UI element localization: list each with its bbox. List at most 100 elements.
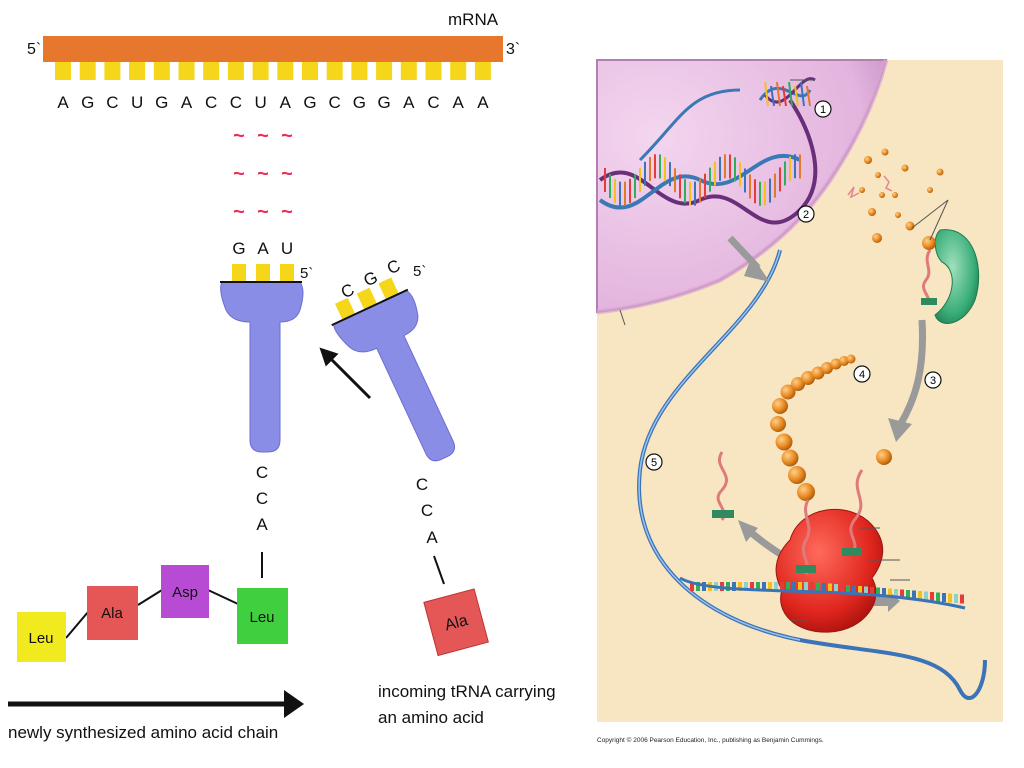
mrna-codon-ladder: [690, 582, 964, 604]
mrna-end-3: 3`: [506, 41, 520, 58]
mrna-base-letter: G: [353, 93, 366, 112]
polypeptide-bead: [788, 466, 806, 484]
amino-acid-box-leu-2: [237, 588, 288, 644]
amino-acid-label: Leu: [28, 630, 53, 647]
mrna-base-tab: [376, 62, 393, 80]
label-leader: [929, 199, 949, 241]
hydrogen-bond: ~: [257, 163, 269, 185]
amino-acid-label: Asp: [172, 584, 198, 601]
hydrogen-bond: ~: [233, 163, 245, 185]
mrna-base-letter: A: [477, 93, 489, 112]
trna-tail-letter: C: [421, 501, 433, 520]
label-leader: [619, 309, 626, 326]
codon-tick: [804, 582, 808, 591]
free-amino-acids: [847, 148, 944, 243]
codon-tick: [798, 582, 802, 591]
mrna-transcript-in-nucleus: [638, 88, 741, 162]
incoming-caption-line-1: incoming tRNA carrying: [378, 682, 556, 701]
codon-tick: [750, 582, 754, 591]
polypeptide-bead: [801, 371, 815, 385]
amino-acid-chain: Leu Ala Asp Leu: [17, 565, 288, 662]
amino-acid-label: Ala: [101, 605, 123, 622]
anticodon-base-letter: G: [232, 239, 245, 258]
chain-caption: newly synthesized amino acid chain: [8, 723, 278, 742]
bound-trna-end-5: 5`: [300, 265, 313, 282]
trna-tail-letter: A: [256, 515, 268, 534]
free-amino-acid: [936, 168, 944, 176]
codon-tick: [948, 593, 952, 603]
step-marker-1: 1: [814, 100, 832, 118]
free-trna-sketch: [847, 186, 860, 199]
peptide-bond: [207, 589, 239, 605]
charging-amino-acid: [922, 236, 936, 250]
hydrogen-bond: ~: [281, 163, 293, 185]
incoming-trna-tab: [356, 287, 378, 310]
mrna-base-tab: [450, 62, 467, 80]
polypeptide-bead: [811, 366, 825, 380]
polypeptide-bead: [830, 358, 842, 370]
mrna-base-tab: [227, 62, 244, 80]
mrna-base-letter: G: [303, 93, 316, 112]
growing-polypeptide: [770, 354, 856, 501]
free-amino-acid: [927, 187, 933, 193]
mrna-base-tab: [55, 62, 71, 80]
codon-tick: [864, 586, 868, 596]
polypeptide-bead: [772, 398, 788, 414]
mrna-base-letter: G: [81, 93, 94, 112]
codon-tick: [726, 582, 730, 591]
codon-tick: [912, 590, 916, 600]
label-leader: [911, 199, 949, 229]
mrna-base-tab: [474, 62, 491, 80]
free-amino-acid: [872, 233, 882, 243]
mrna-strand: [43, 36, 503, 62]
codon-tick: [810, 582, 814, 591]
hydrogen-bond: ~: [257, 125, 269, 147]
codon-tick: [768, 582, 772, 591]
trna-tail-letter: A: [426, 528, 438, 547]
free-amino-acid: [892, 192, 898, 198]
mrna-base-tab: [425, 62, 442, 80]
mrna-base-tab: [153, 62, 170, 80]
peptide-bond: [137, 589, 163, 606]
mrna-base-letter: C: [230, 93, 242, 112]
hydrogen-bond: ~: [281, 125, 293, 147]
mrna-base-letter: A: [403, 93, 415, 112]
codon-tick: [876, 587, 880, 597]
codon-tick: [846, 585, 850, 594]
polypeptide-bead: [775, 433, 793, 451]
codon-tick: [756, 582, 760, 591]
codon-tick: [834, 584, 838, 593]
codon-tick: [954, 594, 958, 603]
codon-tick: [894, 589, 898, 598]
aminoacyl-synthetase: [934, 229, 980, 324]
mrna-base-tab: [129, 62, 146, 80]
codon-tick: [822, 583, 826, 592]
bound-trna-tab: [232, 264, 246, 282]
codon-tick: [960, 594, 964, 604]
codon-tick: [696, 582, 700, 591]
dna-helix: [598, 77, 818, 225]
aminoacyl-trna-anticodon: [842, 548, 862, 556]
mrna-base-letter: G: [377, 93, 390, 112]
mrna-base-letter: C: [205, 93, 217, 112]
incoming-trna-body: [333, 289, 455, 462]
free-amino-acid: [875, 172, 881, 178]
peptide-bond: [65, 611, 89, 639]
hydrogen-bond: ~: [233, 125, 245, 147]
codon-tick: [852, 585, 856, 595]
free-amino-acid: [901, 164, 909, 172]
polypeptide-bead: [797, 483, 815, 501]
codon-tick: [816, 582, 820, 592]
free-amino-acid: [868, 208, 876, 216]
mrna-under-ribosome: [679, 576, 966, 610]
mrna-base-letter: G: [155, 93, 168, 112]
mrna-base-letter: U: [131, 93, 143, 112]
svg-text:5: 5: [651, 457, 657, 469]
dna-base-pairs: [604, 81, 811, 206]
anticodon-base-letter: C: [338, 280, 357, 302]
chain-direction-arrow-head: [284, 690, 304, 718]
